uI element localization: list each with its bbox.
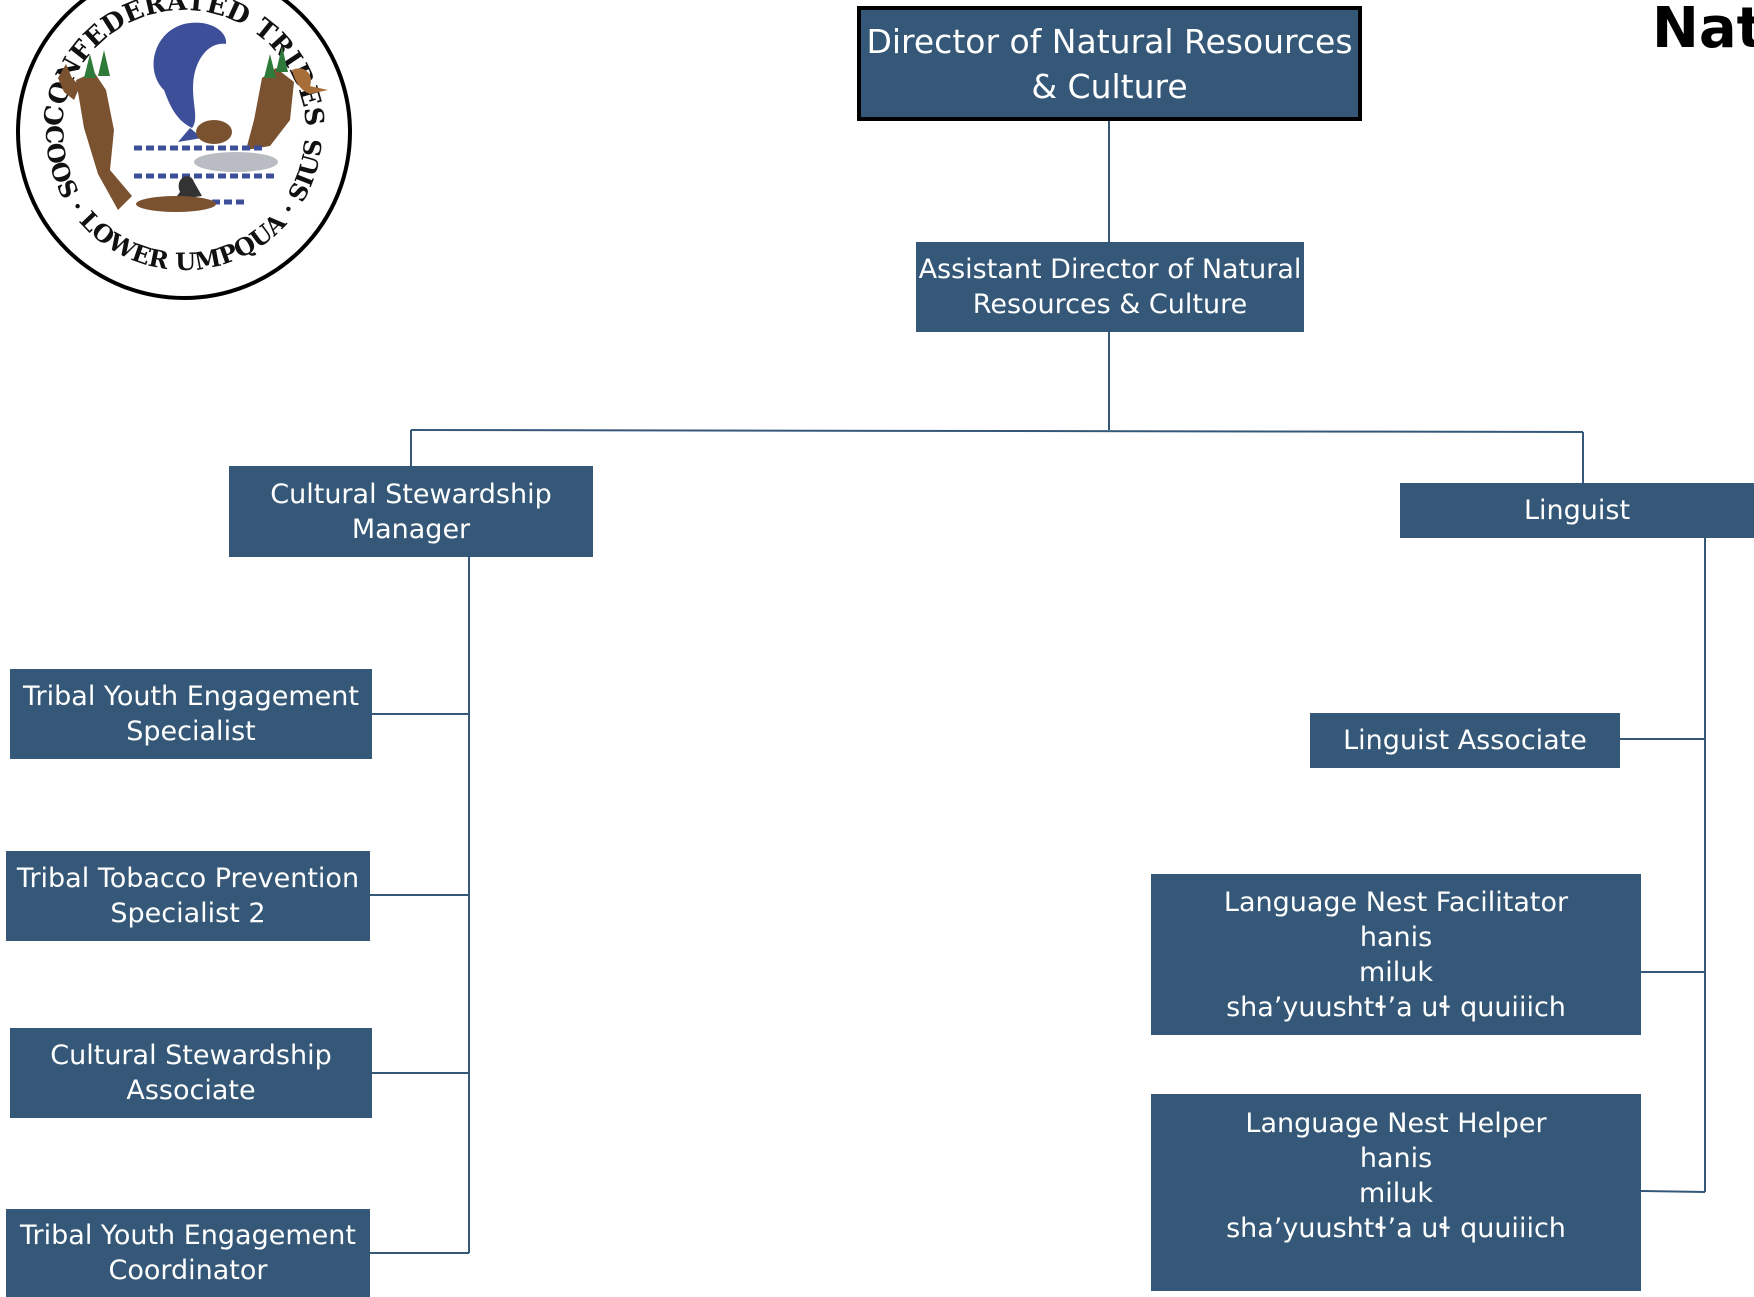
language-nest-helper-box: Language Nest Helper hanis miluk sha’yuu… bbox=[1151, 1094, 1641, 1291]
assistant-director-box: Assistant Director of Natural Resources … bbox=[916, 242, 1304, 332]
tribal-tobacco-prevention-specialist-box: Tribal Tobacco Prevention Specialist 2 bbox=[6, 851, 370, 941]
tribal-youth-engagement-coordinator-box: Tribal Youth Engagement Coordinator bbox=[6, 1209, 370, 1297]
tribal-youth-engagement-specialist-box: Tribal Youth Engagement Specialist bbox=[10, 669, 372, 759]
page-title: Natu bbox=[1652, 0, 1754, 61]
director-box: Director of Natural Resources & Culture bbox=[857, 6, 1362, 121]
tribal-seal-logo-icon: CONFEDERATED TRIBES OF COOS · LOWER UMPQ… bbox=[14, 0, 352, 300]
cultural-stewardship-manager-box: Cultural Stewardship Manager bbox=[229, 466, 593, 557]
cultural-stewardship-associate-box: Cultural Stewardship Associate bbox=[10, 1028, 372, 1118]
linguist-associate-box: Linguist Associate bbox=[1310, 713, 1620, 768]
manager-branch-horizontal bbox=[410, 429, 1584, 433]
linguist-box: Linguist bbox=[1400, 483, 1754, 538]
language-nest-facilitator-box: Language Nest Facilitator hanis miluk sh… bbox=[1151, 874, 1641, 1035]
